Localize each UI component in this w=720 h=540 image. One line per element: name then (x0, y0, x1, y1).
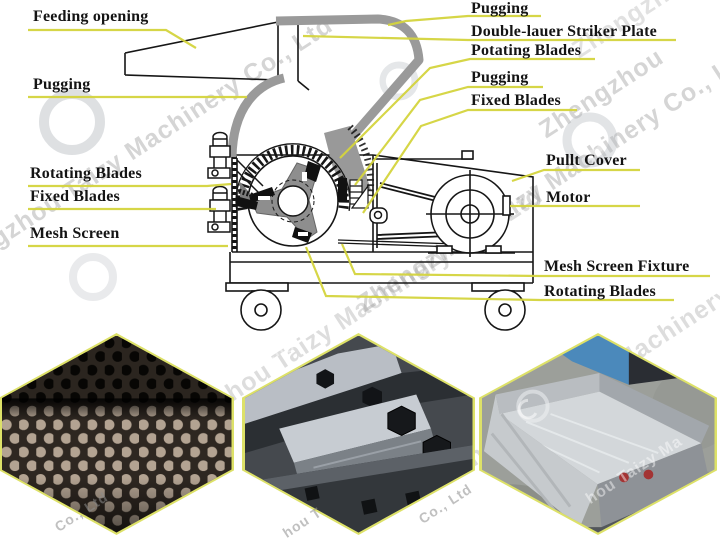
label-pugging-right-2: Pugging (471, 69, 529, 86)
label-feeding-opening: Feeding opening (33, 8, 149, 25)
leader-lines (28, 14, 710, 302)
label-fixed-blades-left: Fixed Blades (30, 188, 120, 205)
bolt-assembly (207, 131, 231, 179)
label-mesh-screen: Mesh Screen (30, 225, 120, 242)
label-mesh-screen-fixture: Mesh Screen Fixture (544, 258, 690, 275)
label-pugging-left: Pugging (33, 76, 91, 93)
label-fixed-blades-right: Fixed Blades (471, 92, 561, 109)
swirl-logo-icon (69, 253, 117, 301)
label-pugging-top-right: Pugging (471, 0, 529, 17)
label-rotating-blades-left: Rotating Blades (30, 165, 142, 182)
label-rotating-blades-bottom: Rotating Blades (544, 283, 656, 300)
fixed-blade-left (236, 196, 258, 210)
swirl-logo-icon (562, 112, 618, 168)
fixed-blade-right (338, 178, 347, 202)
swirl-logo-icon (379, 61, 419, 101)
label-pullt-cover: Pullt Cover (546, 152, 627, 169)
label-double-lauer-striker-plate: Double-lauer Striker Plate (471, 23, 657, 40)
motor-drawing (426, 170, 515, 257)
bolt-assembly (207, 185, 231, 233)
swirl-logo-icon (39, 89, 105, 155)
label-motor: Motor (546, 189, 591, 206)
label-potating-blades: Potating Blades (471, 42, 582, 59)
